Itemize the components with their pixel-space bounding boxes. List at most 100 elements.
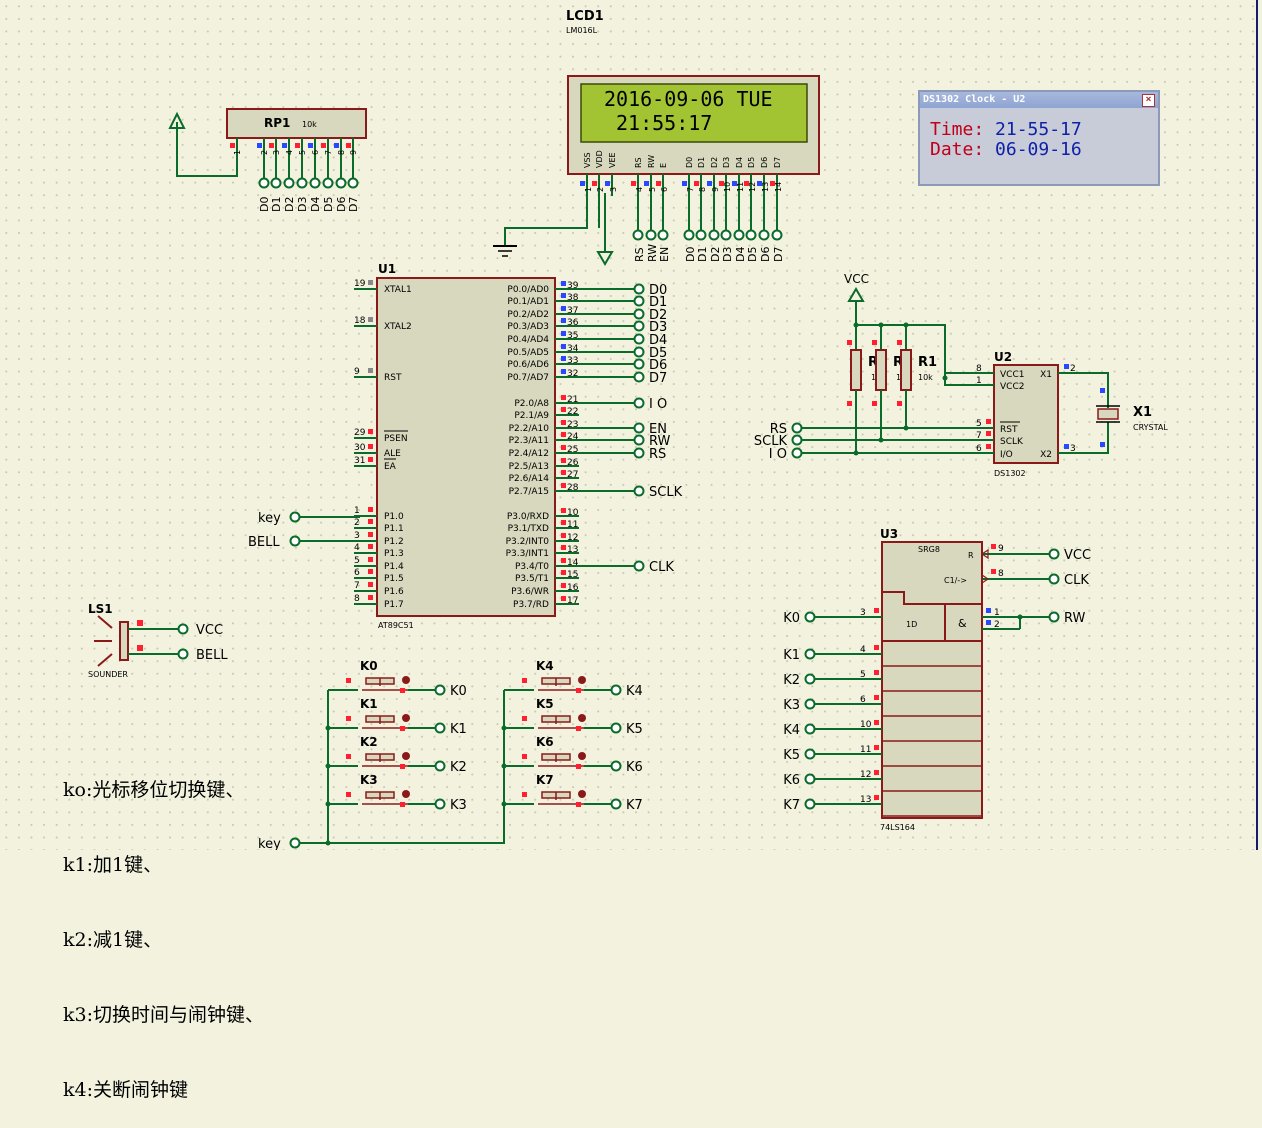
- lcd-net-label: D6: [759, 247, 772, 262]
- lcd-pin-marker: [719, 181, 724, 186]
- u1-component[interactable]: U1 AT89C51 19XTAL118XTAL29RST29PSEN30ALE…: [354, 262, 683, 630]
- key-net-label: K5: [626, 722, 643, 737]
- u3-pin-marker: [991, 569, 996, 574]
- key-net-terminal[interactable]: [434, 760, 446, 772]
- u3-net-terminal[interactable]: [1048, 548, 1060, 560]
- lcd-net-terminal[interactable]: [758, 229, 770, 241]
- u3-out-terminal[interactable]: [804, 611, 816, 623]
- key-net-terminal[interactable]: [434, 722, 446, 734]
- bell-terminal[interactable]: [289, 535, 301, 547]
- rp1-pin-number: 9: [349, 150, 358, 155]
- ls1-vcc-terminal[interactable]: [177, 623, 189, 635]
- ls1-component[interactable]: LS1 SOUNDER VCC BELL: [88, 602, 228, 679]
- u1-left-pin-number: 4: [354, 543, 360, 553]
- key-net-terminal[interactable]: [434, 684, 446, 696]
- u3-out-terminal[interactable]: [804, 798, 816, 810]
- key-net-terminal[interactable]: [434, 798, 446, 810]
- lcd-net-terminal[interactable]: [708, 229, 720, 241]
- u1-left-pin-number: 19: [354, 279, 366, 289]
- rp1-pin-marker: [346, 143, 351, 148]
- u3-out-terminal[interactable]: [804, 673, 816, 685]
- rp1-net-terminal[interactable]: [335, 177, 347, 189]
- lcd-pin-marker: [694, 181, 699, 186]
- lcd-net-terminal[interactable]: [645, 229, 657, 241]
- clock-window-titlebar[interactable]: DS1302 Clock - U2 ×: [920, 92, 1158, 108]
- u1-net-terminal[interactable]: [633, 434, 645, 446]
- u1-right-pin-name: P3.4/T0: [515, 562, 549, 572]
- u1-net-terminal[interactable]: [633, 333, 645, 345]
- u2-net-terminal[interactable]: [791, 434, 803, 446]
- u1-net-terminal[interactable]: [633, 397, 645, 409]
- rp1-net-terminal[interactable]: [322, 177, 334, 189]
- u3-net-terminal[interactable]: [1048, 573, 1060, 585]
- u3-net-label: VCC: [1064, 548, 1091, 563]
- ds1302-clock-window[interactable]: DS1302 Clock - U2 × Time: 21-55-17 Date:…: [918, 90, 1160, 186]
- u1-net-terminal[interactable]: [633, 320, 645, 332]
- ls1-bell-terminal[interactable]: [177, 648, 189, 660]
- lcd-pin-marker: [757, 181, 762, 186]
- u3-pin-marker: [874, 695, 879, 700]
- u3-out-terminal[interactable]: [804, 748, 816, 760]
- u1-net-terminal[interactable]: [633, 371, 645, 383]
- rp1-net-terminal[interactable]: [296, 177, 308, 189]
- u3-out-terminal[interactable]: [804, 773, 816, 785]
- u1-net-terminal[interactable]: [633, 295, 645, 307]
- lcd-net-terminal[interactable]: [632, 229, 644, 241]
- x1-component[interactable]: X1 CRYSTAL: [1080, 372, 1168, 454]
- u1-net-terminal[interactable]: [633, 308, 645, 320]
- u1-left-pin-marker: [368, 582, 373, 587]
- key-common-terminal[interactable]: [289, 837, 301, 849]
- key-net-label: K3: [450, 798, 467, 813]
- lcd1-component[interactable]: LCD1 LM016L 2016-09-06 TUE 21:55:17 VSS1…: [566, 9, 820, 262]
- key-terminal[interactable]: [289, 511, 301, 523]
- rp1-pin-marker: [334, 143, 339, 148]
- rp1-body: [226, 108, 367, 139]
- u3-out-terminal[interactable]: [804, 648, 816, 660]
- u3-out-terminal[interactable]: [804, 723, 816, 735]
- u1-body: [376, 277, 556, 617]
- u3-and-terminal[interactable]: [1048, 611, 1060, 623]
- u1-net-terminal[interactable]: [633, 422, 645, 434]
- lcd-net-terminal[interactable]: [683, 229, 695, 241]
- u1-right-pin-name: P0.7/AD7: [507, 373, 549, 383]
- lcd-net-terminal[interactable]: [657, 229, 669, 241]
- u1-net-terminal[interactable]: [633, 485, 645, 497]
- key-pin-marker: [522, 754, 527, 759]
- lcd-net-terminal[interactable]: [745, 229, 757, 241]
- u3-pin-number: 9: [998, 544, 1004, 554]
- u1-right-pin-marker: [561, 470, 566, 475]
- u1-net-terminal[interactable]: [633, 447, 645, 459]
- u1-net-terminal[interactable]: [633, 358, 645, 370]
- u1-right-pin-marker: [561, 420, 566, 425]
- u1-left-pin-marker: [368, 280, 373, 285]
- lcd-net-terminal[interactable]: [720, 229, 732, 241]
- u1-net-terminal[interactable]: [633, 346, 645, 358]
- u1-left-pin-name: PSEN: [384, 434, 408, 444]
- rp1-pin-number: 6: [311, 150, 320, 155]
- lcd-net-terminal[interactable]: [695, 229, 707, 241]
- close-icon[interactable]: ×: [1142, 94, 1155, 107]
- u1-right-pin-marker: [561, 483, 566, 488]
- lcd-net-label: EN: [658, 247, 671, 262]
- u2-net-terminal[interactable]: [791, 447, 803, 459]
- key-net-terminal[interactable]: [610, 798, 622, 810]
- u2-net-terminal[interactable]: [791, 422, 803, 434]
- u1-right-pin-marker: [561, 596, 566, 601]
- lcd-net-terminal[interactable]: [733, 229, 745, 241]
- key-net-terminal[interactable]: [610, 760, 622, 772]
- u1-net-terminal[interactable]: [633, 560, 645, 572]
- u3-out-terminal[interactable]: [804, 698, 816, 710]
- key-net-terminal[interactable]: [610, 722, 622, 734]
- rp1-net-terminal[interactable]: [309, 177, 321, 189]
- rp1-net-terminal[interactable]: [258, 177, 270, 189]
- u1-net-terminal[interactable]: [633, 283, 645, 295]
- rp1-net-terminal[interactable]: [270, 177, 282, 189]
- rp1-net-terminal[interactable]: [347, 177, 359, 189]
- lcd-net-terminal[interactable]: [771, 229, 783, 241]
- rp1-net-terminal[interactable]: [283, 177, 295, 189]
- key-net-terminal[interactable]: [610, 684, 622, 696]
